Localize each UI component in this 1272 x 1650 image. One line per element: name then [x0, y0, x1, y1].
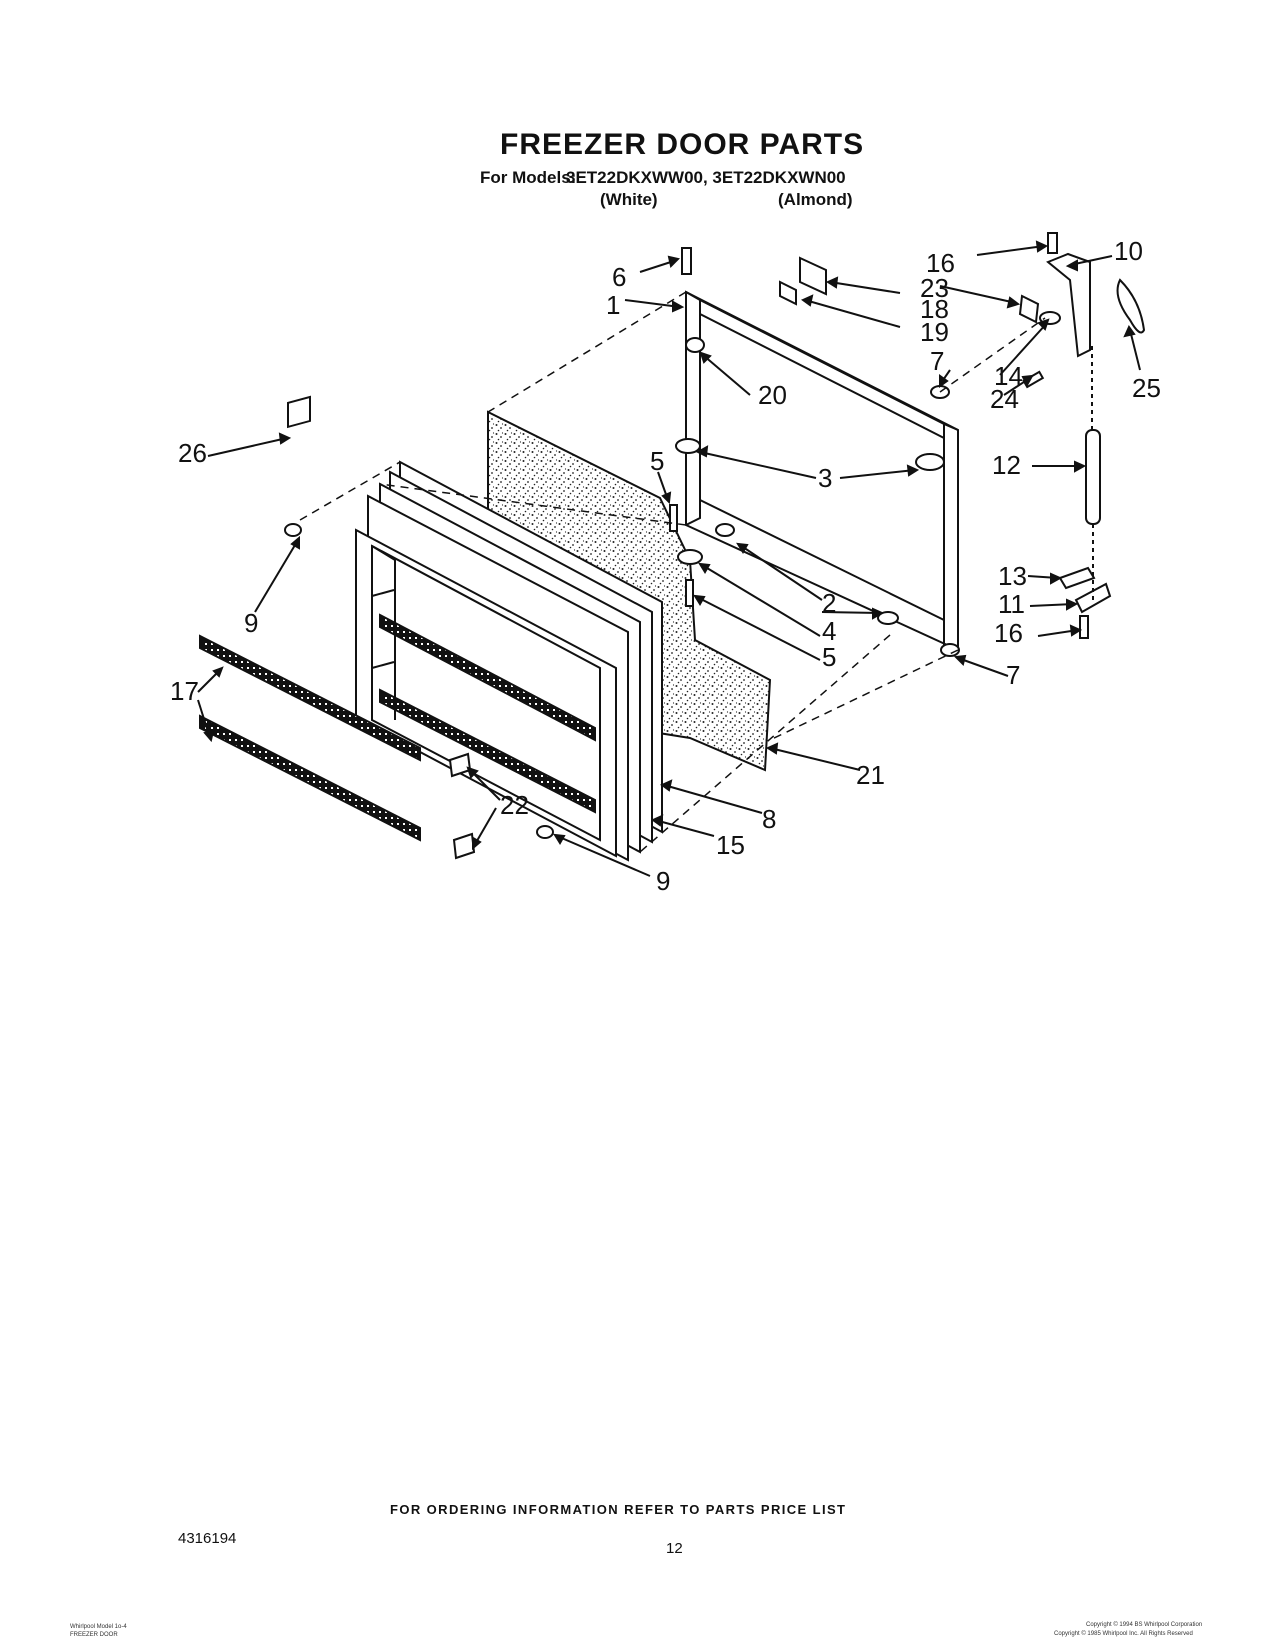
model-numbers: 3ET22DKXWW00, 3ET22DKXWN00	[566, 168, 846, 187]
bushing-2-bottom	[877, 611, 899, 625]
footer-small-left-1: Whirlpool Model 1o-4	[70, 1624, 127, 1630]
callout-15: 15	[716, 830, 745, 860]
hinge-3-left	[675, 438, 701, 454]
color-white-label: (White)	[600, 190, 658, 209]
callout-14: 14	[994, 361, 1023, 391]
callout-16-top: 16	[926, 248, 955, 278]
callout-6: 6	[612, 262, 626, 292]
bushing-2-top	[715, 523, 735, 537]
copyright-line-1: Copyright © 1994 BS Whirlpool Corporatio…	[1086, 1622, 1203, 1628]
page-title: FREEZER DOOR PARTS	[500, 128, 865, 161]
washer-7-bottom	[940, 643, 960, 657]
assembly-guide-lines	[299, 291, 1046, 853]
screw-9-bottom	[536, 825, 554, 839]
trim-25	[1116, 278, 1146, 334]
screw-9-top	[284, 523, 302, 537]
leader-lines	[197, 240, 1141, 877]
screw-6	[681, 247, 692, 275]
label-19	[779, 280, 797, 306]
screw-5-bottom	[685, 579, 694, 607]
callout-21: 21	[856, 760, 885, 790]
bushing-20	[685, 337, 705, 353]
callout-1: 1	[606, 290, 620, 320]
callout-17: 17	[170, 676, 199, 706]
callout-13: 13	[998, 561, 1027, 591]
ordering-note: FOR ORDERING INFORMATION REFER TO PARTS …	[390, 1502, 847, 1517]
callout-26: 26	[178, 438, 207, 468]
callout-7-top: 7	[930, 346, 944, 376]
gasket-strip-top	[199, 634, 421, 762]
copyright-line-2: Copyright © 1985 Whirlpool Inc. All Righ…	[1054, 1631, 1193, 1637]
part-23	[1018, 294, 1040, 324]
screw-16-top	[1047, 232, 1058, 254]
callout-2: 2	[822, 588, 836, 618]
document-number: 4316194	[178, 1530, 237, 1547]
callout-24: 24	[990, 384, 1019, 414]
callout-3: 3	[818, 463, 832, 493]
page-number: 12	[666, 1540, 683, 1557]
gasket-strip-bottom	[199, 714, 421, 842]
callout-16-bottom: 16	[994, 618, 1023, 648]
callout-5-bottom: 5	[822, 642, 836, 672]
callout-10: 10	[1114, 236, 1143, 266]
callout-19: 19	[920, 317, 949, 347]
handle-bracket-10	[1046, 252, 1091, 358]
callout-9-bottom: 9	[656, 866, 670, 896]
callout-7-bottom: 7	[1006, 660, 1020, 690]
screw-5-top	[669, 504, 678, 532]
callout-4: 4	[822, 616, 836, 646]
part-26	[287, 395, 311, 429]
callout-labels: 6 1 16 10 23 18 19 7 20 14 24 25 26 5 3 …	[170, 236, 1161, 896]
hinge-4	[677, 549, 703, 565]
hinge-3-right	[915, 453, 945, 471]
bracket-13	[1058, 566, 1096, 590]
callout-18: 18	[920, 294, 949, 324]
label-18	[799, 256, 827, 296]
handle-12	[1085, 429, 1101, 525]
callout-20: 20	[758, 380, 787, 410]
callout-8: 8	[762, 804, 776, 834]
callout-22: 22	[500, 790, 529, 820]
models-label: For Models:	[480, 168, 577, 187]
callout-11: 11	[998, 589, 1025, 619]
screw-16-bottom	[1079, 615, 1089, 639]
cap-22-bottom	[452, 832, 476, 860]
callout-23: 23	[920, 273, 949, 303]
inner-liner	[355, 528, 617, 858]
footer-small-left-2: FREEZER DOOR	[70, 1632, 118, 1638]
callout-25: 25	[1132, 373, 1161, 403]
callout-12: 12	[992, 450, 1021, 480]
callout-9-top: 9	[244, 608, 258, 638]
callout-5-top: 5	[650, 446, 664, 476]
color-almond-label: (Almond)	[778, 190, 853, 209]
